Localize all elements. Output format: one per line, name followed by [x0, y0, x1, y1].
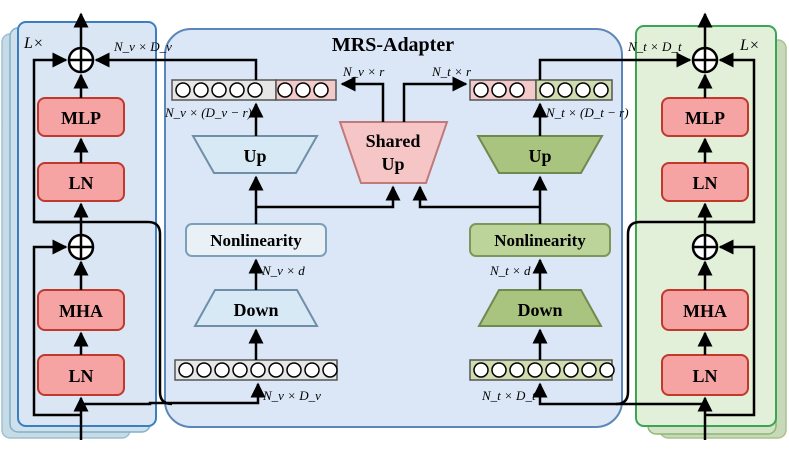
- visual-rest-dim: N_v × (D_v − r): [164, 105, 252, 120]
- text-mlp-label: MLP: [685, 108, 725, 128]
- text-output-dim: N_t × D_t: [627, 39, 682, 54]
- text-input-dim: N_t × D_t: [481, 388, 536, 403]
- text-rest-dim: N_t × (D_t − r): [545, 105, 629, 120]
- visual-d-dim: N_v × d: [261, 263, 305, 278]
- visual-repeat-label: L×: [23, 35, 44, 52]
- visual-ln-bottom-label: LN: [68, 366, 93, 386]
- visual-down-block: [193, 289, 319, 327]
- text-up-label: Up: [528, 146, 551, 166]
- text-add-bottom-icon: [691, 233, 719, 261]
- visual-output-dim: N_v × D_v: [113, 39, 172, 54]
- visual-down-label: Down: [233, 300, 278, 320]
- shared-up-label-line1: Shared: [366, 131, 421, 151]
- text-down-label: Down: [517, 300, 562, 320]
- text-add-top-icon: [691, 46, 719, 74]
- shared-up-block: [338, 121, 449, 184]
- visual-up-label: Up: [243, 146, 266, 166]
- dimension-labels: N_v × D_v N_v × r N_v × (D_v − r) N_v × …: [113, 39, 682, 403]
- visual-add-top-icon: [67, 46, 95, 74]
- visual-add-bottom-icon: [67, 233, 95, 261]
- text-ln-top-label: LN: [692, 173, 717, 193]
- connection-arrows: [32, 12, 756, 440]
- text-input-tokens: [469, 359, 615, 381]
- adapter-title: MRS-Adapter: [332, 34, 454, 56]
- visual-input-tokens: [174, 359, 338, 381]
- visual-mha-label: MHA: [59, 301, 103, 321]
- text-repeat-label: L×: [739, 37, 760, 54]
- shared-up-label-line2: Up: [381, 154, 404, 174]
- visual-nonlinearity-label: Nonlinearity: [210, 231, 302, 250]
- text-ln-bottom-label: LN: [692, 366, 717, 386]
- visual-up-block: [191, 135, 319, 174]
- text-nonlinearity-label: Nonlinearity: [494, 231, 586, 250]
- visual-r-dim: N_v × r: [342, 64, 385, 79]
- text-mha-label: MHA: [683, 301, 727, 321]
- visual-branch-blocks: MLP LN MHA LN: [37, 46, 125, 396]
- text-d-dim: N_t × d: [489, 263, 531, 278]
- mrs-adapter-panel: [164, 28, 623, 428]
- text-output-tokens: [469, 79, 613, 101]
- visual-mlp-label: MLP: [61, 108, 101, 128]
- visual-input-dim: N_v × D_v: [262, 388, 321, 403]
- visual-ln-top-label: LN: [68, 173, 93, 193]
- text-down-block: [477, 289, 603, 327]
- text-r-dim: N_t × r: [431, 64, 472, 79]
- text-up-block: [476, 135, 604, 174]
- visual-output-tokens: [171, 79, 337, 101]
